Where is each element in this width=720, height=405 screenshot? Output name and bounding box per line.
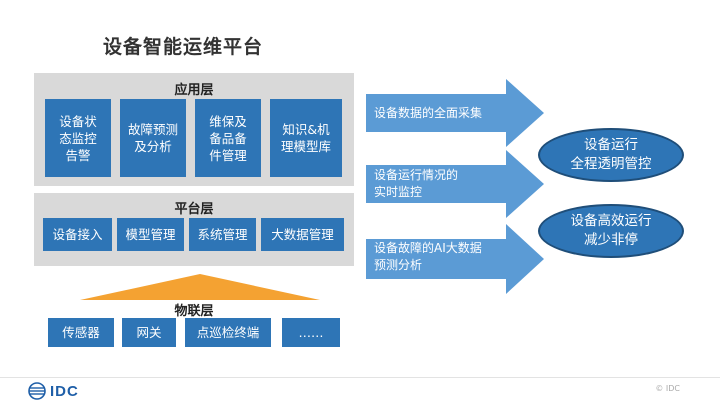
outcome-transparent-control: 设备运行 全程透明管控 (538, 128, 684, 182)
footer-divider (0, 377, 720, 378)
page-title: 设备智能运维平台 (103, 36, 264, 58)
arrow-ai-prediction (366, 224, 544, 294)
arrow-data-collection (366, 79, 544, 147)
app-layer-panel: 应用层 设备状 态监控 告警 故障预测 及分析 维保及 备品备 件管理 知识&机… (34, 73, 354, 186)
copyright-text: © IDC (655, 384, 680, 393)
platform-item-bigdata-mgmt: 大数据管理 (261, 218, 344, 251)
iot-item-inspection-terminal: 点巡检终端 (185, 318, 271, 347)
iot-item-gateway: 网关 (122, 318, 176, 347)
app-item-fault-prediction: 故障预测 及分析 (120, 99, 186, 177)
arrow-label-realtime-monitor: 设备运行情况的 实时监控 (374, 168, 459, 199)
iot-item-sensor: 传感器 (48, 318, 114, 347)
arrow-realtime-monitor (366, 150, 544, 218)
platform-item-device-access: 设备接入 (43, 218, 112, 251)
app-item-knowledge-base: 知识&机 理模型库 (270, 99, 342, 177)
iot-item-more: …… (282, 318, 340, 347)
platform-layer-panel: 平台层 设备接入 模型管理 系统管理 大数据管理 (34, 193, 354, 266)
globe-icon (28, 382, 46, 400)
outcome-efficient-operation: 设备高效运行 减少非停 (538, 204, 684, 258)
idc-logo: IDC (28, 382, 79, 400)
app-item-maintenance: 维保及 备品备 件管理 (195, 99, 261, 177)
app-layer-label: 应用层 (174, 83, 214, 98)
logo-text: IDC (50, 382, 79, 400)
iot-layer-panel: 物联层 (34, 300, 354, 352)
arrow-label-data-collection: 设备数据的全面采集 (374, 106, 483, 120)
platform-item-model-mgmt: 模型管理 (117, 218, 184, 251)
platform-layer-label: 平台层 (174, 202, 214, 217)
iot-layer-label: 物联层 (174, 304, 214, 319)
app-item-status-monitor: 设备状 态监控 告警 (45, 99, 111, 177)
platform-item-system-mgmt: 系统管理 (189, 218, 256, 251)
arrow-label-ai-prediction: 设备故障的AI大数据 预测分析 (374, 241, 482, 272)
iot-triangle (80, 274, 320, 300)
